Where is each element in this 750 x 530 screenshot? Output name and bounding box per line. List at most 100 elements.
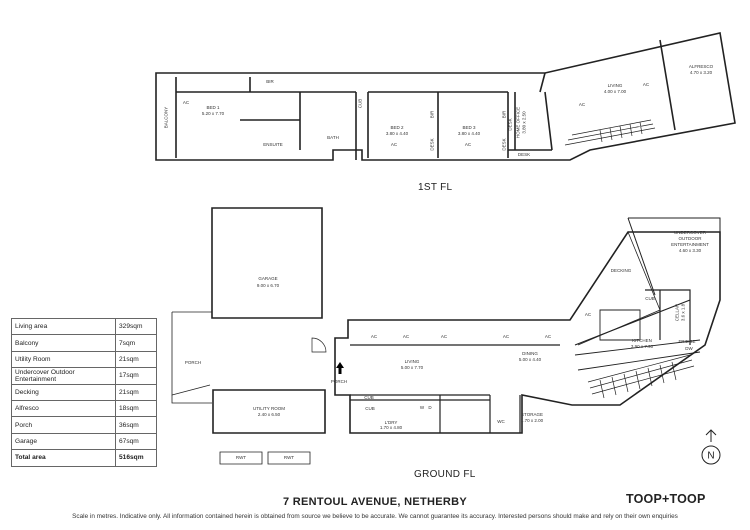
decking-label: DECKING: [610, 268, 632, 273]
kitchen-bench: [574, 309, 701, 371]
area-row-label: Balcony: [11, 334, 116, 352]
ac-g5: AC: [544, 334, 552, 339]
home-office-size: 3.80 x 2.50: [521, 111, 527, 134]
area-row-label: Undercover Outdoor Entertainment: [11, 367, 116, 385]
alfresco-size: 4.70 x 3.20: [689, 70, 713, 75]
area-row-label: Utility Room: [11, 350, 116, 369]
first-floor-walls: [175, 39, 676, 160]
storage-size: 1.70 x 2.00: [520, 418, 544, 423]
ldry-size: 1.70 x 4.80: [379, 425, 403, 430]
area-row-value: 17sqm: [115, 367, 157, 385]
balcony-label: BALCONY: [163, 106, 169, 129]
cub-label-g1: CUB: [364, 395, 374, 400]
ac-2: AC: [390, 142, 398, 147]
north-compass-icon: N: [701, 429, 721, 465]
bed1-size: 5.20 x 7.70: [201, 111, 225, 116]
garage-label: GARAGE: [258, 276, 278, 281]
cellar-size: 3.6 x 1.8: [680, 303, 686, 322]
garage-size: 9.00 x 6.70: [256, 283, 280, 288]
cellar-label: CELLAR: [674, 303, 680, 322]
alfresco-label: ALFRESCO: [688, 64, 714, 69]
ac-g2: AC: [402, 334, 410, 339]
bir-label-2: BIR: [429, 110, 435, 119]
area-total-value: 516sqm: [115, 449, 157, 467]
bir-label-3: BIR: [501, 110, 507, 119]
desk-label-3: DESK: [507, 118, 513, 131]
first-floor-title: 1ST FL: [418, 182, 453, 193]
utility-size: 2.40 x 6.50: [257, 412, 281, 417]
porch-label-2: PORCH: [330, 379, 348, 384]
porch-label-1: PORCH: [184, 360, 202, 365]
area-row-value: 36sqm: [115, 416, 157, 434]
disclaimer-text: Scale in metres. Indicative only. All in…: [72, 513, 678, 520]
compass-letter: N: [707, 451, 714, 462]
wc-label: WC: [497, 419, 505, 424]
bed3-size: 3.80 x 4.40: [457, 131, 481, 136]
undercover-label: UNDERCOVER: [673, 230, 706, 235]
ac-1: AC: [182, 100, 190, 105]
area-row-value: 7sqm: [115, 334, 157, 352]
dining-size: 5.00 x 4.40: [518, 357, 542, 362]
kitchen-size: 3.90 x 7.90: [630, 344, 654, 349]
ac-g6: AC: [584, 312, 592, 317]
ensuite-label: ENSUITE: [263, 142, 283, 147]
area-row-label: Porch: [11, 416, 116, 434]
area-row-label: Decking: [11, 383, 116, 401]
ac-g4: AC: [502, 334, 510, 339]
undercover-outline: [627, 217, 721, 300]
area-row-value: 21sqm: [115, 350, 157, 369]
dw-label: DW: [685, 346, 693, 351]
property-address: 7 RENTOUL AVENUE, NETHERBY: [282, 496, 468, 508]
kitchen-label: KITCHEN: [632, 338, 652, 343]
entry-arrow: [336, 362, 344, 374]
ac-4: AC: [578, 102, 586, 107]
ac-g3: AC: [440, 334, 448, 339]
bed3-label: BED 3: [462, 125, 476, 130]
porch-lower-line: [171, 395, 212, 404]
gf-living-size: 5.00 x 7.70: [400, 365, 424, 370]
cub-label-g3: CUB: [645, 296, 655, 301]
utility-label: UTILITY ROOM: [253, 406, 285, 411]
rwt-label-1: RWT: [235, 455, 247, 460]
ground-stairs: [587, 354, 695, 399]
rwt-label-2: RWT: [283, 455, 295, 460]
storage-label: STORAGE: [521, 412, 543, 417]
cub-label: CUB: [357, 98, 363, 109]
area-row-label: Alfresco: [11, 399, 116, 418]
fl1-living-size: 4.00 x 7.00: [603, 89, 627, 94]
garage-outline: [211, 207, 323, 319]
fl1-living-label: LIVING: [607, 83, 623, 88]
area-row-value: 18sqm: [115, 399, 157, 418]
area-row-value: 21sqm: [115, 383, 157, 401]
bed2-label: BED 2: [390, 125, 404, 130]
first-floor-outline: [155, 32, 736, 161]
ground-floor-title: GROUND FL: [414, 469, 476, 480]
entertainment-label: ENTERTAINMENT: [671, 242, 709, 247]
porch-outline: [171, 311, 212, 396]
ground-floor-outline: [334, 231, 721, 434]
area-row-label: Garage: [11, 432, 116, 451]
bath-label: BATH: [327, 135, 339, 140]
undercover-size: 4.60 x 3.30: [678, 248, 702, 253]
area-total-label: Total area: [11, 449, 116, 467]
desk-label-4: DESK: [517, 152, 531, 157]
utility-room-outline: [212, 389, 326, 434]
ac-3: AC: [464, 142, 472, 147]
home-office-label: HOME OFFICE: [515, 106, 521, 139]
decking-outline: [569, 231, 661, 346]
bir-label: BIR: [266, 79, 274, 84]
outdoor-label: OUTDOOR: [678, 236, 702, 241]
dining-label: DINING: [522, 351, 538, 356]
desk-label-1: DESK: [429, 138, 435, 151]
fridge-label: FRIDGE: [678, 339, 696, 344]
ac-g1: AC: [370, 334, 378, 339]
